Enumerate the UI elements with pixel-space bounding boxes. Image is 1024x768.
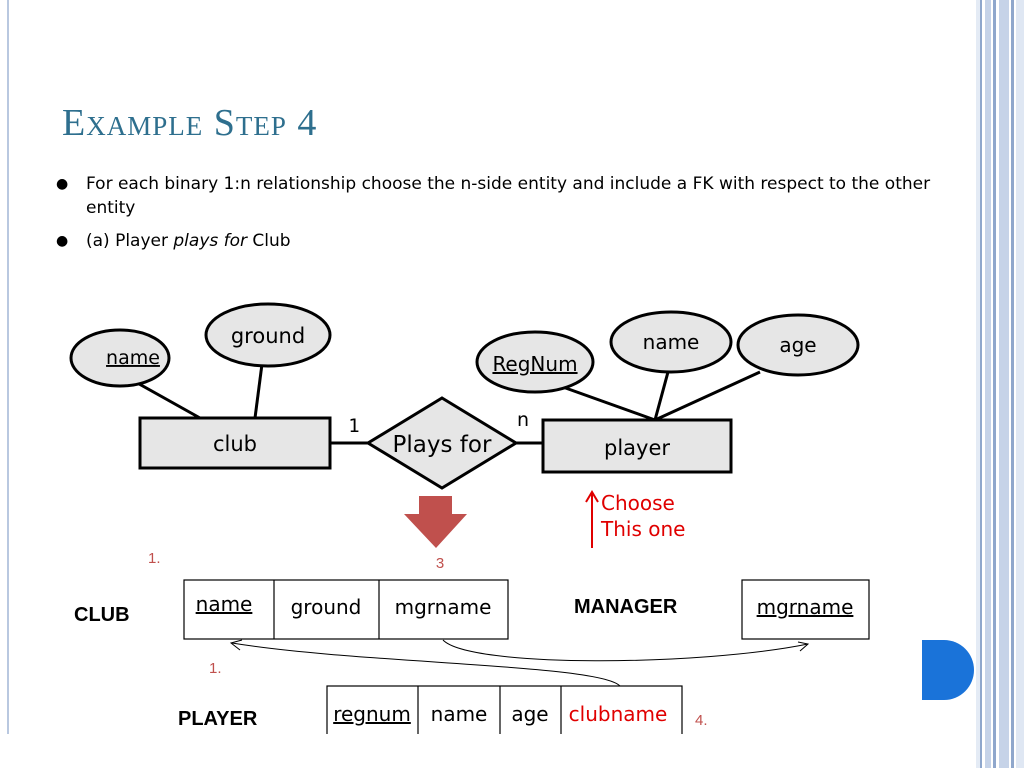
choose-label-line2: This one [600, 517, 685, 541]
manager-col-mgrname: mgrname [757, 595, 854, 619]
player-col-name: name [431, 702, 488, 726]
manager-relation-table: mgrname [741, 579, 870, 640]
connector-club-name [131, 378, 201, 420]
attribute-ellipse-club-ground [204, 302, 332, 368]
foreign-key-arrows [229, 639, 810, 687]
bullet-text-suffix: Club [247, 231, 291, 251]
player-col-regnum: regnum [333, 702, 411, 726]
choose-up-arrow-icon [585, 490, 599, 548]
attribute-player-age: age [779, 333, 816, 357]
attribute-club-ground: ground [231, 324, 305, 348]
club-col-mgrname: mgrname [395, 595, 492, 619]
bullet-item: ● (a) Player plays for Club [56, 229, 936, 253]
relationship-diamond [365, 396, 519, 490]
choose-label-line1: Choose [601, 491, 675, 515]
attribute-ellipse-player-age [736, 313, 860, 377]
fk-arrow-clubname-to-club [231, 642, 621, 687]
step-label-player: 1. [209, 660, 222, 677]
attribute-ellipse-player-regnum [475, 330, 595, 394]
entity-box-player [541, 418, 733, 474]
attribute-player-regnum: RegNum [492, 352, 577, 376]
bullet-text: For each binary 1:n relationship choose … [86, 174, 931, 218]
bullet-text-prefix: (a) Player [86, 231, 174, 251]
entity-player: player [604, 436, 670, 460]
fk-arrowhead-manager [797, 641, 810, 652]
cardinality-player: n [517, 409, 529, 431]
bullet-icon: ● [56, 233, 69, 249]
connector-player-age [654, 370, 761, 422]
step-label-club: 1. [148, 550, 161, 567]
slide-frame-right [976, 0, 1024, 768]
left-rule [7, 0, 9, 768]
step-label-fk: 4. [695, 712, 708, 729]
player-col-age: age [511, 702, 548, 726]
bottom-mask [0, 734, 976, 768]
attribute-ellipse-club-name [69, 328, 171, 388]
bullet-list: ● For each binary 1:n relationship choos… [56, 172, 936, 262]
er-connectors [131, 363, 761, 445]
bullet-item: ● For each binary 1:n relationship choos… [56, 172, 936, 220]
entity-box-club [138, 416, 332, 470]
relationship-plays-for: Plays for [393, 432, 492, 458]
club-col-name: name [196, 592, 253, 616]
player-col-clubname: clubname [569, 702, 668, 726]
bullet-icon: ● [56, 176, 69, 192]
club-col-ground: ground [291, 595, 362, 619]
attribute-club-name: name [106, 347, 160, 369]
club-relation-table: name ground mgrname [183, 579, 509, 640]
attribute-ellipse-player-name [609, 310, 733, 374]
connector-club-ground [253, 363, 264, 419]
relation-label-player: PLAYER [178, 708, 258, 730]
relation-label-club: CLUB [74, 604, 130, 626]
fk-arrowhead-club [229, 639, 243, 651]
bullet-text-italic: plays for [173, 231, 248, 251]
attribute-player-name: name [643, 330, 700, 354]
step-label-arrow: 3 [436, 555, 444, 572]
blue-circle-shape [922, 640, 974, 700]
relation-label-manager: MANAGER [574, 596, 678, 618]
connector-player-name [653, 371, 670, 421]
cardinality-club: 1 [348, 415, 359, 437]
fk-arrow-mgrname-to-manager [442, 639, 809, 662]
connector-player-regnum [559, 384, 656, 422]
mapping-down-arrow-icon [404, 496, 467, 548]
slide-title: Example Step 4 [62, 102, 318, 144]
entity-club: club [213, 432, 257, 456]
